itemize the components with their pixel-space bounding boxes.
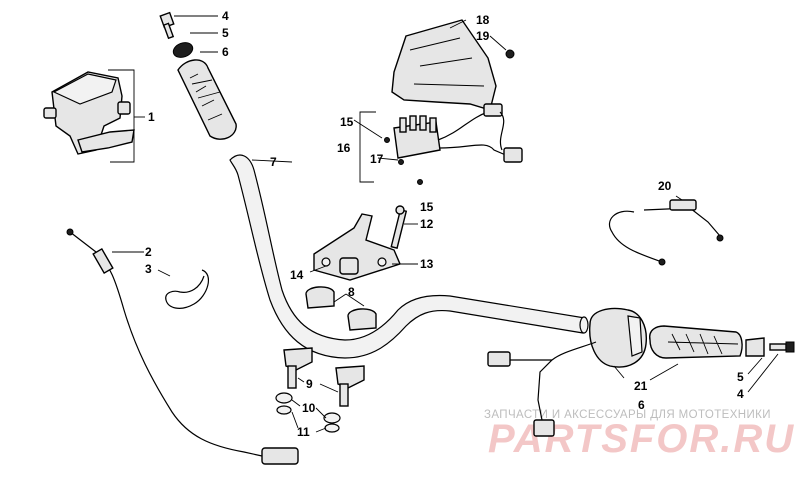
callout-1: 1 [148,110,155,124]
callout-10: 10 [302,401,316,415]
mount-bracket[interactable] [313,213,401,281]
callout-2: 2 [145,245,152,259]
riser-left[interactable] [275,347,313,415]
switch-harness[interactable] [393,103,523,163]
callout-3: 3 [145,262,152,276]
grip-left [177,59,237,140]
callout-19: 19 [476,29,490,43]
callout-5-bottom: 5 [737,370,744,384]
cable-leaders [112,251,171,277]
windshield[interactable] [391,19,497,111]
left-control-assembly[interactable] [43,69,145,163]
screw-small [384,137,423,185]
cable-clip[interactable] [165,269,210,309]
callout-14: 14 [290,268,304,282]
callout-5-top: 5 [222,26,229,40]
callout-16: 16 [337,141,351,155]
right-switch-housing[interactable] [487,307,647,437]
throttle-cable[interactable] [66,228,299,465]
callout-21: 21 [634,379,648,393]
callout-labels: 1 2 3 4 4 5 5 6 6 7 8 9 10 11 12 13 14 1… [145,9,744,439]
callout-8: 8 [348,285,355,299]
grip-end-right [745,337,765,357]
left-grip-assembly[interactable] [159,11,237,140]
riser-leaders [291,377,339,433]
callout-17: 17 [370,152,384,166]
accessory-cable[interactable] [608,195,724,266]
callout-7: 7 [270,155,277,169]
grip-right [649,325,743,359]
grip-bolt-right [769,341,795,353]
callout-6-bottom: 6 [638,398,645,412]
watermark: ЗАПЧАСТИ И АКСЕССУАРЫ ДЛЯ МОТОТЕХНИКИ PA… [484,409,793,461]
callout-4-top: 4 [222,9,229,23]
callout-13: 13 [420,257,434,271]
callout-6-top: 6 [222,45,229,59]
callout-15-top: 15 [340,115,354,129]
callout-ticks [251,19,467,163]
callout-20: 20 [658,179,672,193]
cowl-screw[interactable] [489,35,515,59]
clamp-upper[interactable] [305,286,377,331]
grip-end-left [172,42,194,58]
right-grip-assembly[interactable] [649,325,795,393]
callout-11: 11 [297,425,310,439]
handlebar[interactable] [229,154,589,359]
callout-15-bottom: 15 [420,200,434,214]
bracket-leaders [353,111,399,183]
callout-4-bottom: 4 [737,387,744,401]
riser-right[interactable] [323,365,365,433]
callout-12: 12 [420,217,434,231]
callout-9: 9 [306,377,313,391]
callout-18: 18 [476,13,490,27]
watermark-tagline: ЗАПЧАСТИ И АКСЕССУАРЫ ДЛЯ МОТОТЕХНИКИ [484,409,771,421]
mount-screw[interactable] [390,205,408,249]
grip-bolt-left [159,11,175,40]
